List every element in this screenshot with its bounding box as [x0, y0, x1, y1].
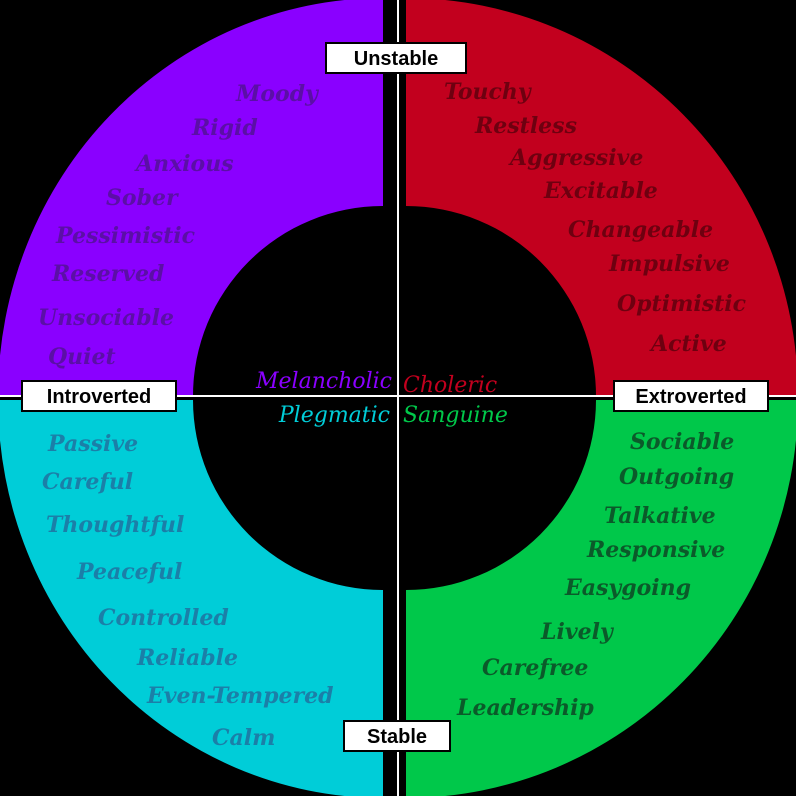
- sanguine-quadrant: [406, 400, 796, 796]
- trait-outgoing: Outgoing: [619, 464, 734, 490]
- trait-careful: Careful: [42, 469, 133, 495]
- trait-leadership: Leadership: [456, 695, 594, 721]
- plegmatic-traits: Passive Careful Thoughtful Peaceful Cont…: [42, 431, 334, 751]
- trait-peaceful: Peaceful: [76, 559, 182, 585]
- sanguine-name: Sanguine: [403, 403, 508, 428]
- trait-touchy: Touchy: [444, 79, 533, 105]
- trait-passive: Passive: [47, 431, 138, 457]
- choleric-traits: Touchy Restless Aggressive Excitable Cha…: [444, 79, 747, 357]
- choleric-quadrant: [406, 0, 796, 396]
- choleric-name: Choleric: [403, 373, 497, 398]
- sanguine-traits: Sociable Outgoing Talkative Responsive E…: [456, 429, 734, 721]
- plegmatic-quadrant: [0, 400, 383, 796]
- trait-thoughtful: Thoughtful: [46, 512, 184, 538]
- trait-even-tempered: Even-Tempered: [146, 683, 334, 709]
- melancholic-quadrant: [0, 0, 383, 396]
- trait-reliable: Reliable: [136, 645, 238, 671]
- trait-quiet: Quiet: [48, 344, 116, 370]
- trait-moody: Moody: [235, 81, 320, 107]
- trait-pessimistic: Pessimistic: [55, 223, 196, 249]
- trait-calm: Calm: [212, 725, 275, 751]
- trait-lively: Lively: [540, 619, 615, 645]
- trait-impulsive: Impulsive: [608, 251, 730, 277]
- trait-aggressive: Aggressive: [508, 145, 643, 171]
- axis-label-unstable: Unstable: [325, 42, 467, 74]
- trait-reserved: Reserved: [51, 261, 164, 287]
- axis-label-stable: Stable: [343, 720, 451, 752]
- trait-anxious: Anxious: [134, 151, 234, 177]
- melancholic-traits: Moody Rigid Anxious Sober Pessimistic Re…: [38, 81, 320, 370]
- trait-easygoing: Easygoing: [564, 575, 691, 601]
- stable-label: Stable: [367, 726, 427, 748]
- axis-label-extroverted: Extroverted: [613, 380, 769, 412]
- extroverted-label: Extroverted: [635, 386, 746, 408]
- trait-sociable: Sociable: [630, 429, 734, 455]
- melancholic-name: Melancholic: [255, 369, 392, 394]
- trait-optimistic: Optimistic: [617, 291, 747, 317]
- trait-talkative: Talkative: [604, 503, 716, 529]
- trait-carefree: Carefree: [482, 655, 588, 681]
- trait-restless: Restless: [474, 113, 577, 139]
- trait-controlled: Controlled: [98, 605, 229, 631]
- trait-excitable: Excitable: [543, 178, 658, 204]
- unstable-label: Unstable: [354, 48, 438, 70]
- plegmatic-name: Plegmatic: [278, 403, 390, 428]
- trait-sober: Sober: [106, 185, 179, 211]
- trait-rigid: Rigid: [191, 115, 258, 141]
- trait-active: Active: [649, 331, 727, 357]
- introverted-label: Introverted: [47, 386, 151, 408]
- axis-label-introverted: Introverted: [21, 380, 177, 412]
- trait-responsive: Responsive: [586, 537, 725, 563]
- trait-changeable: Changeable: [568, 217, 713, 243]
- trait-unsociable: Unsociable: [38, 305, 174, 331]
